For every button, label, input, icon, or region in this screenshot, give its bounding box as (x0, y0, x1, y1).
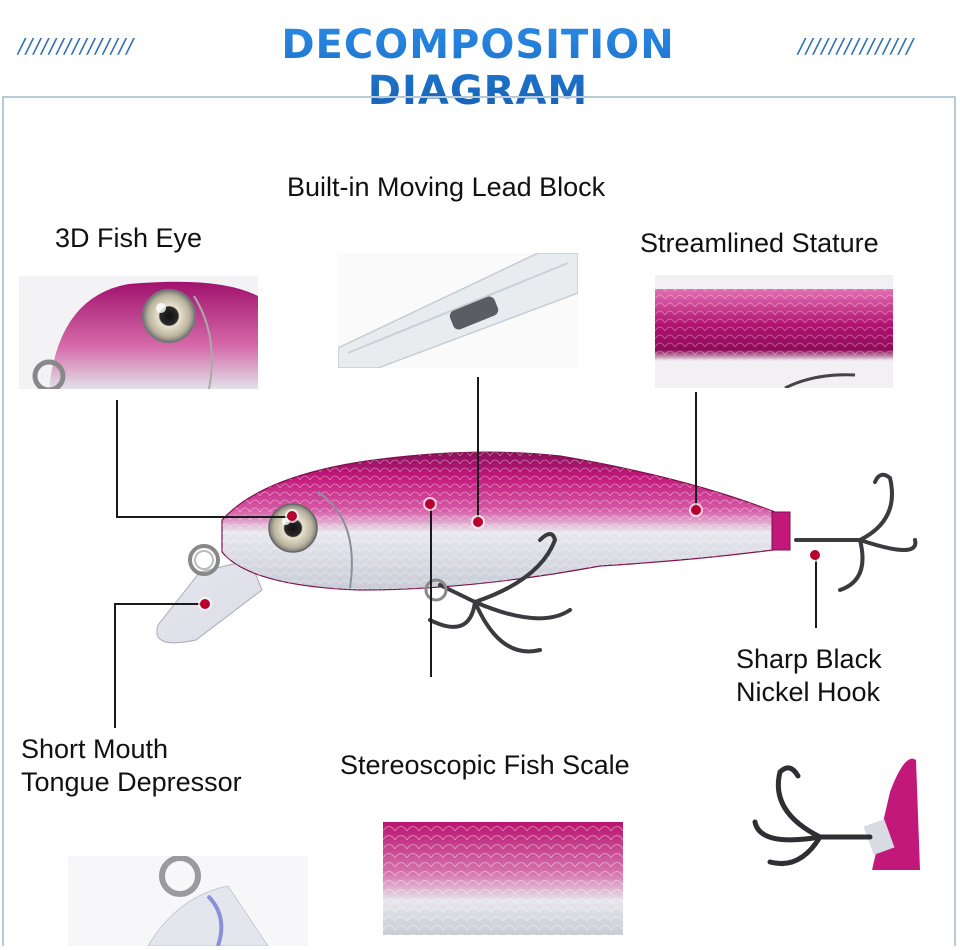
label-hook-line1: Sharp Black (736, 644, 882, 674)
left-ornament: /////////////// (18, 34, 135, 58)
belly-treble-hook (428, 532, 572, 654)
label-tongue-line2: Tongue Depressor (21, 767, 242, 797)
right-ornament: /////////////// (798, 34, 915, 58)
label-tongue-line1: Short Mouth (21, 734, 169, 764)
leader-fish-eye-horizontal (116, 516, 292, 518)
header: /////////////// DECOMPOSITION DIAGRAM //… (0, 0, 960, 114)
label-scale: Stereoscopic Fish Scale (340, 750, 630, 780)
tongue-inset (68, 856, 308, 946)
stature-inset (655, 275, 893, 388)
leader-stature (695, 392, 697, 508)
fish-eye-inset (19, 276, 258, 389)
leader-scale (430, 505, 432, 677)
label-fish-eye: 3D Fish Eye (55, 223, 203, 253)
marker-scale (425, 499, 435, 509)
scale-inset (383, 822, 623, 935)
leader-lead-block (477, 377, 479, 519)
marker-stature (691, 505, 701, 515)
label-stature: Streamlined Stature (640, 228, 879, 258)
marker-fish-eye (287, 511, 297, 521)
hook-inset (730, 752, 920, 870)
tail-treble-hook (794, 472, 918, 592)
marker-hook (810, 550, 820, 560)
lead-block-inset (338, 253, 578, 368)
leader-fish-eye-vertical (116, 400, 118, 518)
marker-lead-block (473, 517, 483, 527)
marker-tongue (200, 599, 210, 609)
label-hook-line2: Nickel Hook (736, 677, 881, 707)
page-title: DECOMPOSITION DIAGRAM (178, 22, 778, 114)
leader-tongue-vertical (114, 604, 116, 728)
label-lead-block: Built-in Moving Lead Block (287, 172, 606, 202)
leader-tongue-horizontal (114, 603, 204, 605)
leader-hook (815, 556, 817, 628)
diagram-frame (2, 96, 956, 946)
